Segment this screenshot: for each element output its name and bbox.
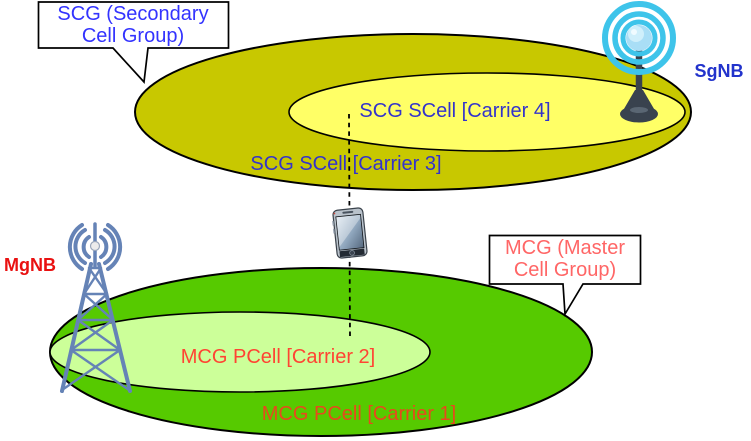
mgnb-node-label: MgNB: [4, 255, 56, 275]
scg-scell-carrier4-label: SCG SCell [Carrier 4]: [359, 100, 551, 122]
sgnb-node-label: SgNB: [694, 61, 744, 81]
mcg-inner-cell-ellipse: [49, 311, 431, 393]
tower-legs: [60, 262, 132, 393]
phone-screen: [335, 213, 365, 251]
tower-braces: [60, 266, 131, 392]
antenna-base-highlight: [630, 107, 648, 113]
mcg-callout-line1: MCG (Master: [505, 237, 625, 259]
antenna-base: [620, 105, 658, 123]
scg-scell-carrier3-label: SCG SCell [Carrier 3]: [250, 153, 442, 175]
scg-inner-cell-ellipse: [288, 72, 686, 152]
sgnb-radio-antenna-icon: [602, 1, 676, 123]
mcg-callout-label: MCG (Master Cell Group): [505, 237, 625, 281]
phone-side-button: [332, 220, 334, 226]
phone-speaker: [342, 210, 354, 214]
phone-screen-sheen: [336, 214, 361, 248]
scg-callout-line2: Cell Group): [81, 25, 185, 47]
antenna-rings: [602, 1, 676, 75]
mcg-callout-line2: Cell Group): [513, 259, 617, 281]
phone-side-button-2: [333, 228, 335, 234]
scg-callout-label: SCG (Secondary Cell Group): [57, 3, 208, 47]
mcg-pcell-carrier1-label: MCG PCell [Carrier 1]: [261, 403, 457, 425]
tower-antenna-hub: [89, 240, 101, 252]
antenna-sphere-glint: [631, 29, 637, 35]
ue-smartphone-icon: [332, 207, 368, 259]
ue-link-dashed-line: [348, 113, 351, 339]
mcg-callout-bubble: [488, 234, 642, 317]
scg-callout-bubble: [37, 1, 230, 84]
tower-signal-waves: [67, 223, 123, 271]
phone-home-button: [349, 250, 355, 256]
mcg-pcell-carrier2-label: MCG PCell [Carrier 2]: [180, 346, 376, 368]
phone-camera-dot: [333, 212, 336, 215]
scg-callout-line1: SCG (Secondary: [57, 3, 209, 25]
mgnb-cell-tower-icon: [60, 222, 132, 393]
